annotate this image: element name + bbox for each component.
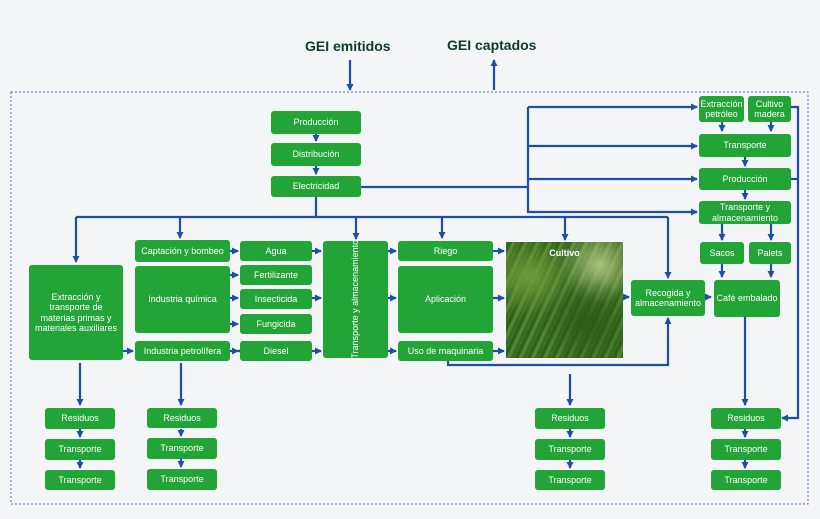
insecticide-box: Insecticida [240,289,312,309]
wood-cultivation-box: Cultivo madera [748,96,791,122]
transport-storage-vertical-box: Transporte y almacenamiento [323,240,388,359]
waste-transport-box: Transporte [45,470,115,490]
electricity-box: Electricidad [271,176,361,197]
packaged-coffee-box: Café embalado [714,280,780,317]
crop-label: Cultivo [549,248,580,258]
water-pumping-box: Captación y bombeo [135,240,230,262]
waste-transport-box: Transporte [147,469,217,490]
irrigation-box: Riego [398,241,493,261]
waste-box: Residuos [535,408,605,429]
connectors [72,59,800,469]
waste-box: Residuos [45,408,115,429]
harvest-storage-box: Recogida y almacenamiento [631,280,705,316]
pallets-box: Palets [749,242,791,264]
raw-materials-extraction-box: Extracción y transporte de materias prim… [29,265,123,360]
ghg-captured-label: GEI captados [447,37,537,53]
waste-transport-box: Transporte [45,439,115,460]
production-box: Producción [271,111,361,134]
chemical-industry-box: Industria química [135,266,230,333]
oil-extraction-box: Extracción petróleo [699,96,744,122]
system-boundary [10,91,809,505]
fungicide-box: Fungicida [240,314,312,334]
waste-transport-box: Transporte [535,439,605,460]
waste-box: Residuos [711,408,781,429]
waste-transport-box: Transporte [535,470,605,490]
distribution-box: Distribución [271,143,361,166]
oil-industry-box: Industria petrolífera [135,341,230,361]
machinery-use-box: Uso de maquinaria [398,341,493,361]
water-box: Agua [240,241,312,261]
transport-storage-right-box: Transporte y almacenamiento [699,201,791,224]
production-right-box: Producción [699,168,791,190]
application-box: Aplicación [398,266,493,333]
diesel-box: Diesel [240,341,312,361]
waste-transport-box: Transporte [147,438,217,459]
ghg-emitted-label: GEI emitidos [305,38,391,54]
waste-transport-box: Transporte [711,470,781,490]
bags-box: Sacos [700,242,744,264]
transport-right-box: Transporte [699,134,791,157]
waste-box: Residuos [147,408,217,428]
waste-transport-box: Transporte [711,439,781,460]
fertilizer-box: Fertilizante [240,265,312,285]
crop-photo: Cultivo [506,242,623,358]
